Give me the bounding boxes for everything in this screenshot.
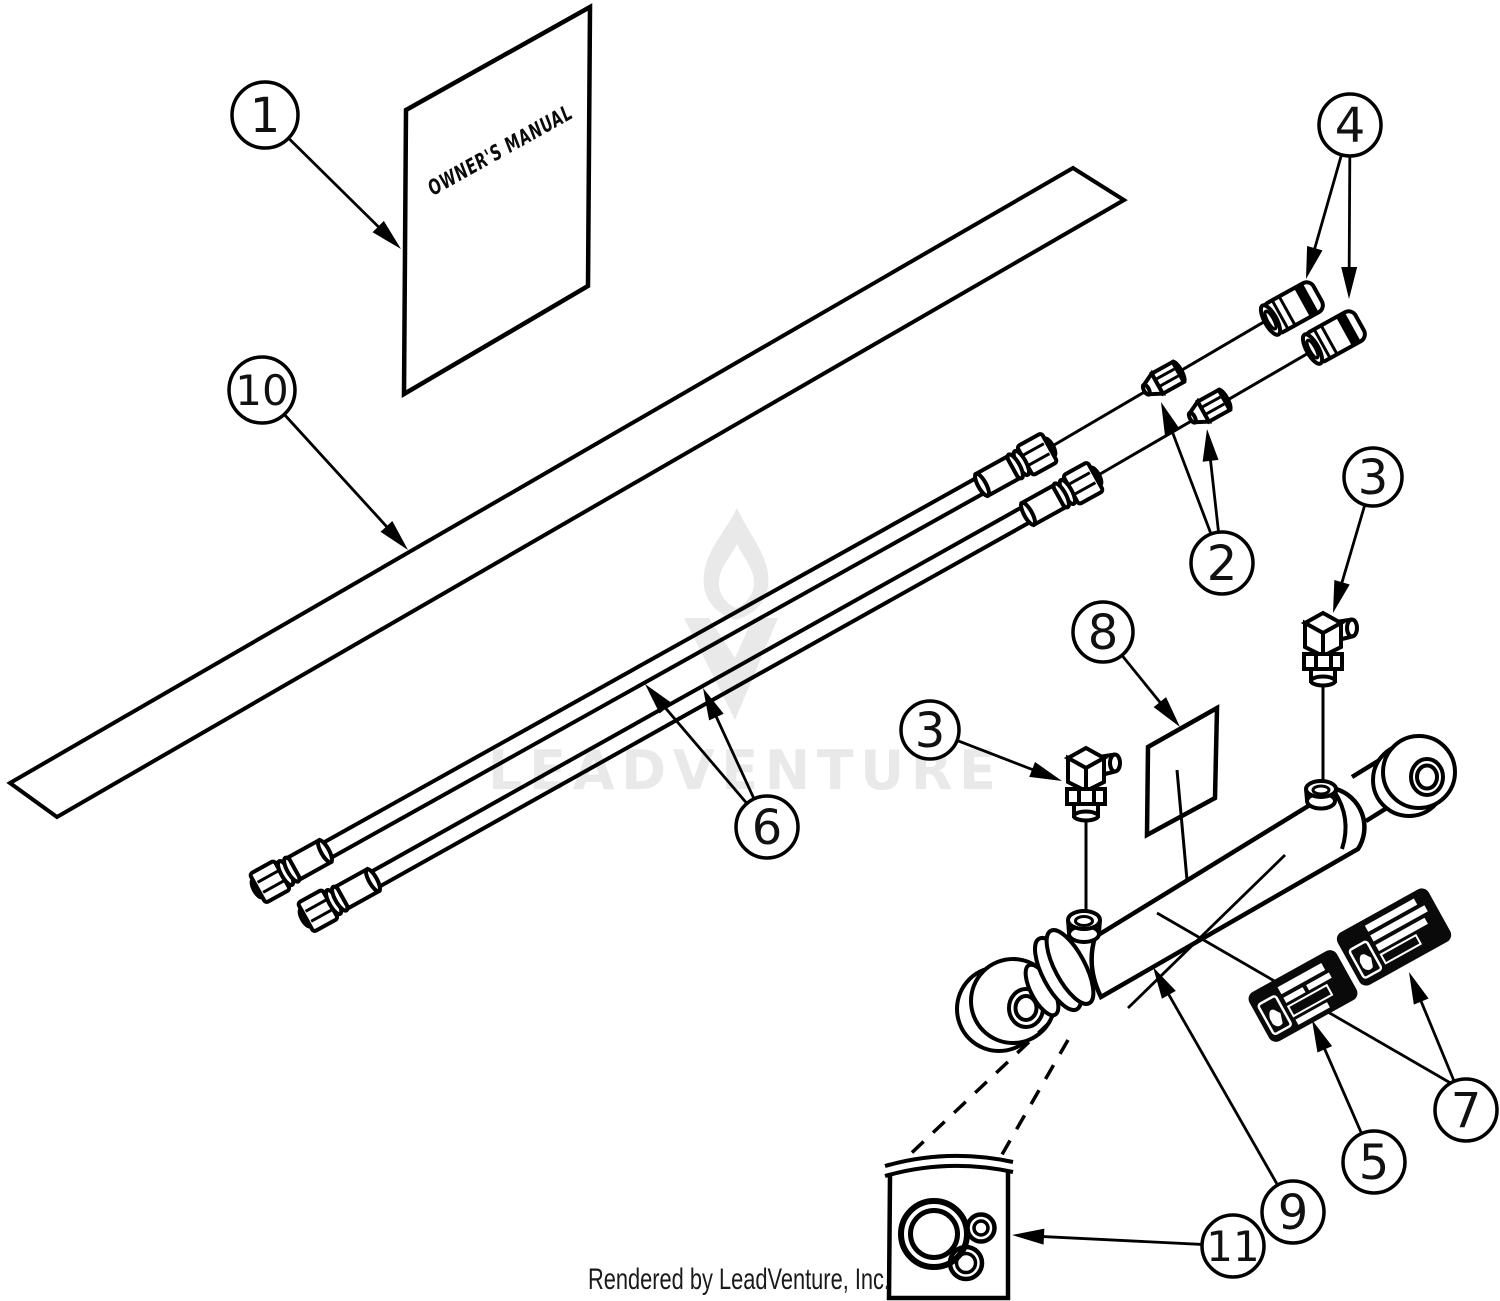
arrowhead-icon (1409, 972, 1429, 1005)
callout-3: 3 (1333, 446, 1404, 613)
arrowhead-icon (1153, 697, 1180, 727)
callout-balloon (1071, 600, 1135, 664)
callout-balloon (1200, 1213, 1266, 1279)
leader-line (1164, 988, 1279, 1186)
gland-collar (1023, 928, 1096, 1018)
callout-2: 2 (1161, 402, 1255, 596)
detail-line (900, 1020, 1052, 1164)
leader-line (660, 702, 748, 805)
rod-eye-right (1371, 734, 1457, 818)
callout-8: 8 (1071, 600, 1180, 727)
owners-manual-title: OWNER'S MANUAL (424, 100, 577, 200)
leader-line (1321, 1043, 1363, 1135)
adapter-fitting (1182, 386, 1235, 431)
callout-balloon (230, 80, 300, 150)
callout-10: 10 (227, 355, 408, 550)
callout-balloon (1317, 92, 1383, 158)
leader-line (283, 413, 392, 532)
callout-number: 3 (1358, 450, 1389, 506)
hydraulic-hoses (244, 429, 1109, 936)
leader-line (1311, 154, 1343, 255)
leader-line (1338, 504, 1367, 589)
leader-line (956, 739, 1039, 773)
callout-number: 3 (915, 703, 946, 759)
leader-line (287, 137, 384, 232)
hydraulic-cylinder (955, 734, 1457, 1053)
callout-layer: 1 10 4 2 3 8 3 6 5 7 9 11 (227, 80, 1499, 1279)
arrowhead-icon (1029, 762, 1062, 781)
blank-decal (1144, 704, 1220, 881)
callout-3: 3 (899, 699, 1062, 781)
adapter-fitting (1136, 358, 1189, 403)
callout-balloon (1260, 1179, 1326, 1245)
callout-number: 2 (1207, 536, 1238, 592)
leader-line (1168, 425, 1213, 535)
callout-balloon (1189, 530, 1255, 596)
callout-balloon (1342, 446, 1404, 508)
detail-line (998, 1039, 1070, 1159)
render-credit: Rendered by LeadVenture, Inc. (588, 1263, 890, 1296)
seal-kit (884, 1153, 1014, 1301)
barrel (1089, 786, 1367, 1001)
callout-4: 4 (1306, 92, 1383, 299)
arrowhead-icon (1012, 1228, 1045, 1245)
mounting-strip (6, 165, 1128, 820)
callout-balloon (734, 794, 800, 860)
callout-6: 6 (645, 684, 800, 860)
callout-balloon (1341, 1129, 1407, 1195)
callout-balloon (227, 355, 297, 425)
safety-decal-left (1248, 950, 1358, 1042)
leader-line (1347, 155, 1352, 274)
arrowhead-icon (1161, 402, 1180, 435)
leader-line (1417, 995, 1456, 1082)
leader-line (1208, 454, 1220, 533)
arrowhead-icon (1312, 1020, 1333, 1053)
port-boss-left (1066, 909, 1102, 944)
elbow-fitting-left (1065, 746, 1122, 823)
callout-1: 1 (230, 80, 401, 249)
leader-line (712, 711, 756, 800)
callout-number: 1 (250, 88, 281, 144)
owners-manual: OWNER'S MANUAL (401, 3, 593, 398)
callout-number: 11 (1206, 1222, 1259, 1271)
callout-balloon (899, 699, 961, 761)
callout-balloon (1433, 1077, 1499, 1143)
safety-decal-right (1336, 888, 1452, 986)
leader-line (1037, 1234, 1203, 1246)
arrowhead-icon (645, 684, 672, 714)
callout-5: 5 (1312, 1020, 1407, 1195)
port-boss-right (1304, 779, 1338, 811)
callout-number: 6 (752, 800, 783, 856)
rod-eye-left (955, 957, 1057, 1053)
elbow-fitting-top (1302, 611, 1359, 688)
callout-number: 7 (1451, 1083, 1482, 1139)
callout-number: 5 (1359, 1135, 1390, 1191)
callout-number: 10 (235, 366, 288, 415)
callout-9: 9 (1153, 967, 1326, 1245)
leader-line (1120, 654, 1165, 708)
callout-7: 7 (1409, 972, 1499, 1143)
placement-line (1127, 853, 1286, 1010)
arrowhead-icon (380, 520, 408, 550)
callout-11: 11 (1012, 1213, 1266, 1279)
arrowhead-icon (703, 688, 724, 721)
arrowhead-icon (1333, 580, 1350, 613)
arrowhead-icon (372, 220, 401, 249)
arrowhead-icon (1202, 429, 1219, 462)
callout-number: 8 (1088, 605, 1119, 661)
callout-number: 9 (1278, 1185, 1309, 1241)
arrowhead-icon (1306, 246, 1323, 279)
arrowhead-icon (1153, 967, 1176, 999)
callout-number: 4 (1335, 98, 1366, 154)
arrowhead-icon (1341, 266, 1358, 299)
